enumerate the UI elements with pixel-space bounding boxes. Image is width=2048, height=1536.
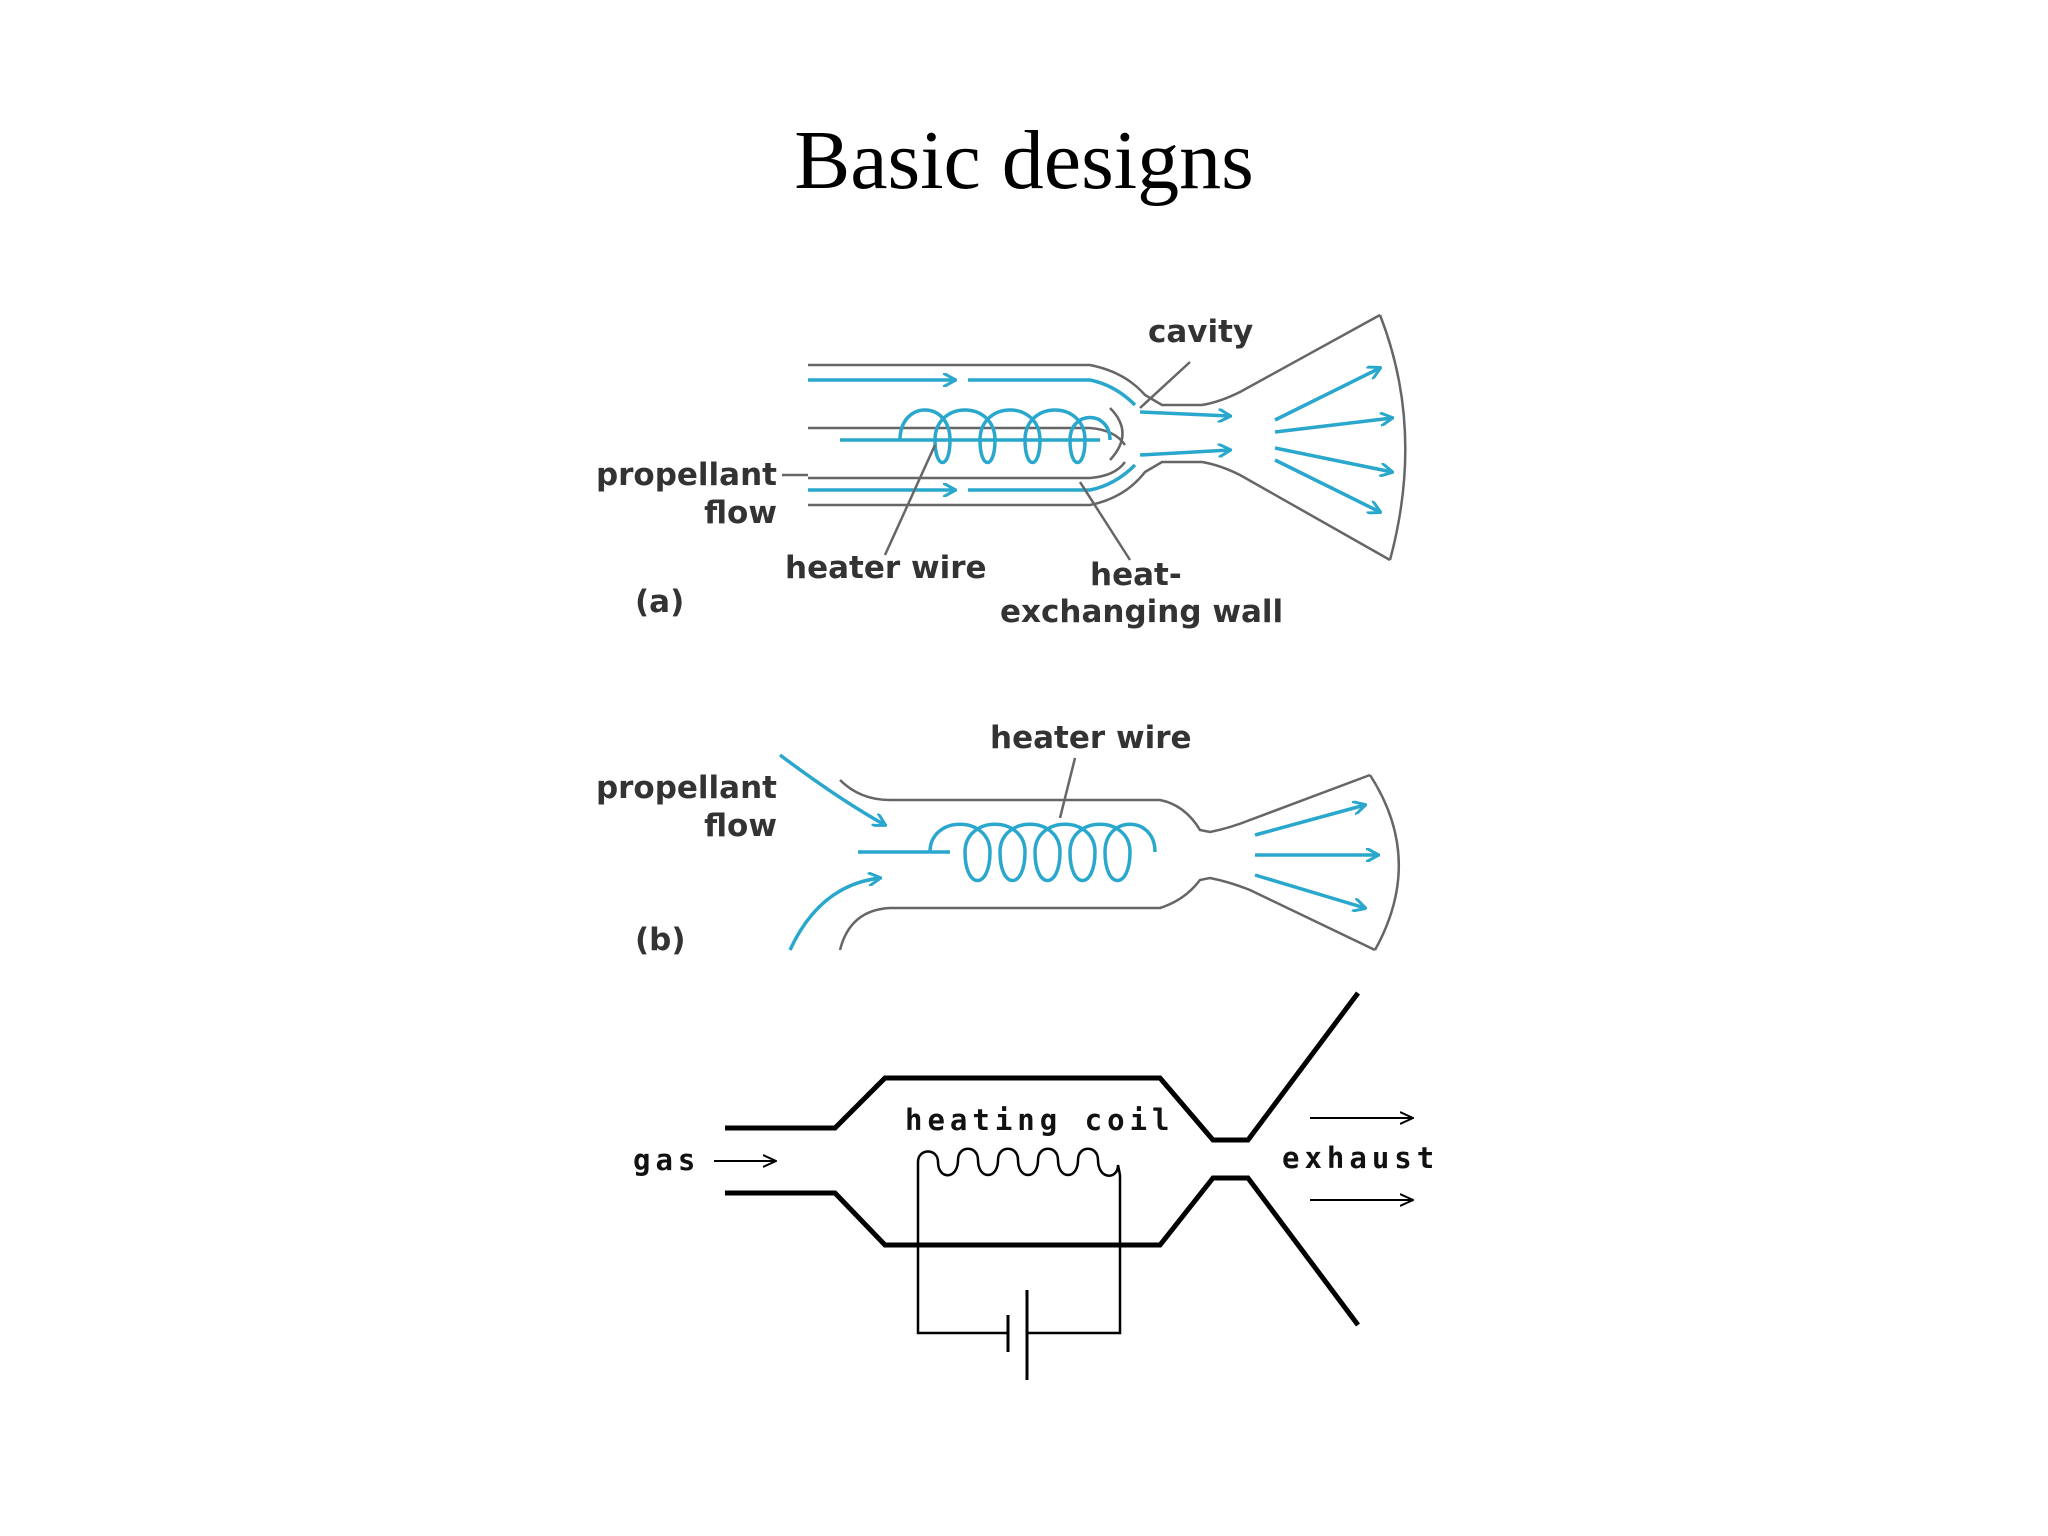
diagram-c: heating coil gas exhaust [633,991,1439,1380]
propellant-label-line2: flow [704,495,777,531]
flow-arrow [968,378,1137,407]
cavity-label: cavity [1148,314,1253,350]
exhaust-arrow [1254,873,1365,908]
inflow-arrow [788,878,880,951]
exhaust-arrow [1274,368,1380,422]
diagram-a: cavity propellant flow heater wire heat-… [596,313,1407,630]
heating-coil [916,1147,1122,1177]
inflow-arrow [778,753,885,825]
wall-leader [1078,481,1132,561]
inner-wall-top [808,426,1127,446]
heater-coil [898,408,1112,464]
heater-wire-label: heater wire [990,720,1192,756]
outer-wall-top [808,313,1381,407]
circuit-wire [1027,1175,1122,1335]
heater-wire-leader [1058,757,1077,819]
inner-wall-bottom [808,461,1127,480]
propellant-label-line1: propellant [596,770,777,806]
gas-label: gas [633,1143,700,1177]
thruster-wall-top [725,991,1361,1143]
nozzle-exit-arc [1378,314,1407,561]
heating-coil-label: heating coil [905,1103,1175,1137]
chamber-wall-bottom [838,876,1376,952]
exhaust-label: exhaust [1282,1141,1439,1175]
exhaust-arrow [1274,418,1392,434]
exhaust-arrow [1274,446,1392,472]
diagram-b: heater wire propellant flow (b) [596,720,1400,958]
thruster-wall-bottom [725,1175,1361,1327]
flow-arrow [1139,412,1230,416]
diagram-b-tag: (b) [635,922,686,958]
flow-arrow [1139,450,1230,455]
flow-arrow [968,463,1137,492]
cavity-cap [1109,407,1124,461]
heater-coil [928,822,1157,883]
exhaust-arrow [1274,458,1380,512]
slide-title: Basic designs [794,114,1254,207]
propellant-label-line1: propellant [596,457,777,493]
chamber-wall-top [839,773,1371,834]
circuit-wire [916,1175,1008,1335]
exhaust-arrow [1254,805,1365,837]
diagram-a-tag: (a) [635,584,684,620]
heater-wire-label: heater wire [785,550,987,586]
propellant-label-line2: flow [704,808,777,844]
wall-label-line1: heat- [1090,557,1182,593]
cavity-leader [1139,361,1191,409]
wall-label-line2: exchanging wall [1000,594,1283,630]
nozzle-exit-arc [1368,774,1400,951]
outer-wall-bottom [808,460,1391,562]
heater-wire-leader [883,444,937,556]
